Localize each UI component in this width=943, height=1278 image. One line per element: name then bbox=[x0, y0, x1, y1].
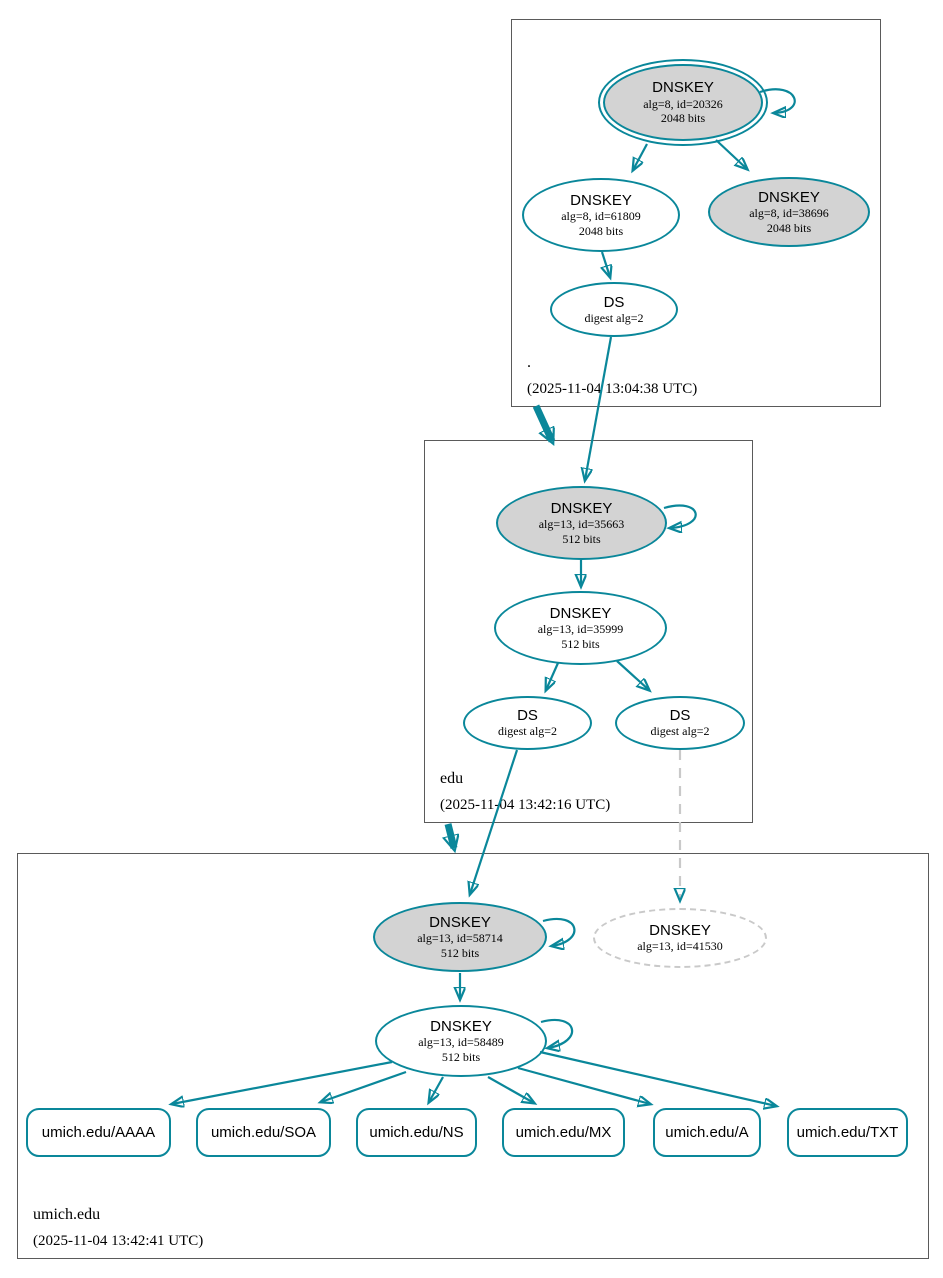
node-params-label: alg=13, id=41530 bbox=[637, 939, 723, 954]
dnskey-node-edu-zsk-35999[interactable]: DNSKEY alg=13, id=35999 512 bits bbox=[494, 591, 667, 665]
node-type-label: DS bbox=[517, 707, 538, 725]
node-params-label: alg=13, id=58489 bbox=[418, 1035, 504, 1050]
node-type-label: DNSKEY bbox=[550, 499, 613, 517]
rrset-label: umich.edu/A bbox=[665, 1124, 749, 1141]
ds-node-edu-left[interactable]: DS digest alg=2 bbox=[463, 696, 592, 750]
ds-node-root-edu[interactable]: DS digest alg=2 bbox=[550, 282, 678, 337]
node-bits-label: 2048 bits bbox=[660, 111, 706, 126]
node-params-label: alg=13, id=35663 bbox=[538, 517, 625, 532]
zone-box-umich-edu: umich.edu (2025-11-04 13:42:41 UTC) bbox=[17, 853, 929, 1259]
edge-delegation-root-to-edu bbox=[532, 404, 556, 441]
rrset-umich-edu-ns[interactable]: umich.edu/NS bbox=[356, 1108, 477, 1157]
rrset-umich-edu-aaaa[interactable]: umich.edu/AAAA bbox=[26, 1108, 171, 1157]
node-params-label: alg=13, id=35999 bbox=[537, 622, 624, 637]
node-params-label: alg=8, id=20326 bbox=[643, 96, 723, 111]
node-type-label: DNSKEY bbox=[649, 922, 711, 940]
dnskey-node-root-ksk-20326[interactable]: DNSKEY alg=8, id=20326 2048 bits bbox=[598, 59, 768, 146]
edge-delegation-edu-to-umich bbox=[448, 823, 454, 848]
dnskey-node-root-zsk-61809[interactable]: DNSKEY alg=8, id=61809 2048 bits bbox=[522, 178, 680, 252]
node-params-label: alg=8, id=61809 bbox=[561, 209, 641, 224]
rrset-label: umich.edu/NS bbox=[369, 1124, 464, 1141]
zone-name-umich-edu: umich.edu bbox=[33, 1206, 101, 1223]
node-params-label: digest alg=2 bbox=[497, 724, 558, 739]
zone-name-edu: edu bbox=[440, 770, 464, 787]
rrset-umich-edu-a[interactable]: umich.edu/A bbox=[653, 1108, 761, 1157]
dnskey-node-edu-ksk-35663[interactable]: DNSKEY alg=13, id=35663 512 bits bbox=[496, 486, 667, 560]
dnskey-node-umich-insecure-41530[interactable]: DNSKEY alg=13, id=41530 bbox=[593, 908, 767, 968]
dnskey-node-root-38696[interactable]: DNSKEY alg=8, id=38696 2048 bits bbox=[708, 177, 870, 247]
node-type-label: DS bbox=[603, 293, 625, 311]
rrset-label: umich.edu/SOA bbox=[210, 1124, 317, 1141]
node-type-label: DNSKEY bbox=[570, 191, 632, 209]
node-bits-label: 2048 bits bbox=[766, 220, 812, 235]
ds-node-edu-right[interactable]: DS digest alg=2 bbox=[615, 696, 745, 750]
node-params-label: digest alg=2 bbox=[584, 310, 644, 325]
rrset-label: umich.edu/TXT bbox=[796, 1124, 899, 1141]
node-bits-label: 512 bits bbox=[561, 636, 600, 651]
node-params-label: alg=13, id=58714 bbox=[417, 931, 503, 946]
node-type-label: DNSKEY bbox=[430, 1017, 492, 1035]
node-bits-label: 512 bits bbox=[441, 1049, 481, 1064]
node-bits-label: 512 bits bbox=[440, 945, 480, 960]
node-type-label: DNSKEY bbox=[652, 79, 714, 97]
node-bits-label: 2048 bits bbox=[578, 223, 624, 238]
node-params-label: alg=8, id=38696 bbox=[749, 206, 829, 221]
rrset-umich-edu-txt[interactable]: umich.edu/TXT bbox=[787, 1108, 908, 1157]
zone-timestamp-root: (2025-11-04 13:04:38 UTC) bbox=[527, 381, 698, 397]
rrset-label: umich.edu/AAAA bbox=[41, 1124, 156, 1141]
rrset-umich-edu-soa[interactable]: umich.edu/SOA bbox=[196, 1108, 331, 1157]
dnskey-node-umich-ksk-58714[interactable]: DNSKEY alg=13, id=58714 512 bits bbox=[373, 902, 547, 972]
node-type-label: DNSKEY bbox=[549, 604, 612, 622]
rrset-label: umich.edu/MX bbox=[515, 1124, 612, 1141]
zone-box-root: . (2025-11-04 13:04:38 UTC) bbox=[511, 19, 881, 407]
dnskey-node-umich-zsk-58489[interactable]: DNSKEY alg=13, id=58489 512 bits bbox=[375, 1005, 547, 1077]
node-type-label: DNSKEY bbox=[429, 913, 491, 931]
node-type-label: DNSKEY bbox=[758, 188, 820, 206]
node-params-label: digest alg=2 bbox=[650, 724, 710, 739]
zone-timestamp-umich-edu: (2025-11-04 13:42:41 UTC) bbox=[33, 1233, 204, 1249]
node-type-label: DS bbox=[669, 707, 691, 725]
node-bits-label: 512 bits bbox=[562, 531, 601, 546]
zone-name-root: . bbox=[527, 354, 531, 371]
rrset-umich-edu-mx[interactable]: umich.edu/MX bbox=[502, 1108, 625, 1157]
zone-timestamp-edu: (2025-11-04 13:42:16 UTC) bbox=[440, 797, 611, 813]
